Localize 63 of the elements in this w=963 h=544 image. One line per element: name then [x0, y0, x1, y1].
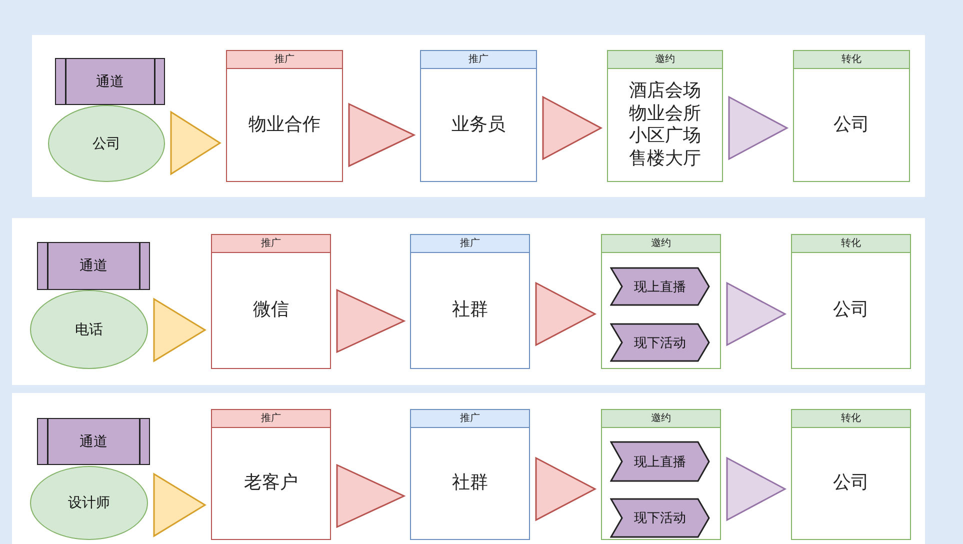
stage-card — [791, 409, 911, 540]
flow-arrow — [728, 96, 789, 160]
card-header: 推广 — [227, 51, 342, 69]
card-header: 转化 — [794, 51, 909, 69]
stage-card — [420, 50, 537, 182]
card-text: 公司 — [834, 114, 870, 136]
stage-card — [791, 234, 911, 369]
flow-arrow — [535, 282, 597, 346]
card-header: 推广 — [212, 235, 330, 253]
card-text: 酒店会场物业会所小区广场售楼大厅 — [629, 80, 701, 170]
card-header: 邀约 — [608, 51, 722, 69]
card-text: 公司 — [833, 299, 869, 322]
node-label: 设计师 — [68, 494, 110, 512]
stage-card — [226, 50, 343, 182]
card-header: 推广 — [212, 410, 330, 428]
node-label: 现上直播 — [634, 454, 686, 470]
flow-arrow — [336, 288, 406, 354]
card-header: 转化 — [792, 410, 910, 428]
node-label: 通道 — [80, 432, 108, 450]
stage-card — [410, 234, 530, 369]
card-text: 微信 — [253, 299, 289, 322]
stage-card — [211, 234, 331, 369]
flow-arrow — [535, 456, 597, 522]
node-label: 现下活动 — [634, 510, 686, 527]
flow-arrow — [170, 110, 222, 176]
channel-bar — [55, 58, 165, 105]
card-header: 转化 — [792, 235, 910, 253]
step-chevron — [610, 267, 710, 306]
card-header: 推广 — [411, 235, 529, 253]
node-label: 现上直播 — [634, 278, 686, 296]
card-text: 业务员 — [452, 114, 506, 136]
stage-card — [601, 409, 721, 540]
flow-arrow — [153, 472, 206, 538]
step-chevron — [610, 441, 710, 482]
card-text: 社群 — [452, 299, 488, 322]
node-label: 公司 — [92, 134, 120, 152]
card-text: 社群 — [452, 472, 488, 495]
stage-card — [211, 409, 331, 540]
stage-card — [601, 234, 721, 369]
channel-bar — [37, 418, 150, 465]
card-text: 公司 — [833, 472, 869, 495]
flow-arrow — [726, 282, 787, 346]
step-chevron — [610, 323, 710, 362]
card-header: 推广 — [421, 51, 536, 69]
flow-arrow — [336, 464, 406, 528]
channel-bar — [37, 242, 150, 290]
node-label: 电话 — [75, 320, 103, 338]
node-label: 通道 — [96, 72, 124, 90]
flow-arrow — [153, 298, 206, 362]
stage-card — [607, 50, 723, 182]
stage-card — [793, 50, 910, 182]
flow-arrow — [348, 102, 416, 168]
stage-card — [410, 409, 530, 540]
card-text: 物业合作 — [248, 114, 320, 136]
flow-arrow — [726, 456, 787, 522]
node-label: 通道 — [80, 257, 108, 275]
card-header: 邀约 — [602, 410, 720, 428]
step-chevron — [610, 498, 710, 538]
card-header: 推广 — [411, 410, 529, 428]
node-label: 现下活动 — [634, 334, 686, 352]
card-text: 老客户 — [244, 472, 298, 495]
card-header: 邀约 — [602, 235, 720, 253]
flow-arrow — [542, 96, 603, 160]
